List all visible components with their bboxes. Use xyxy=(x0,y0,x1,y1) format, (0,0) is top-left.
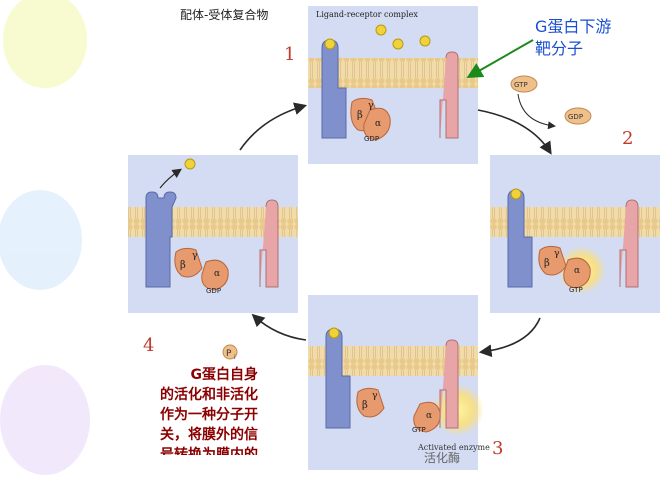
activated-enzyme-label-zh: 活化酶 xyxy=(424,450,460,465)
effector-3-activated xyxy=(439,339,459,429)
receptor-4-empty xyxy=(145,191,177,288)
panel-3: β γ α GTP Activated enzyme 活化酶 xyxy=(308,295,490,470)
gamma-label-3: γ xyxy=(372,391,377,401)
description-text: G蛋白自身 的活化和非活化 作为一种分子开 关，将膜外的信 号转换为膜内的 xyxy=(118,365,258,455)
g-beta-2 xyxy=(538,245,567,276)
ligand-free xyxy=(419,35,431,47)
beta-label-1: β xyxy=(357,110,363,121)
released-ligand-4 xyxy=(184,158,196,170)
g-alpha-3 xyxy=(413,401,441,433)
balloon-yellow xyxy=(3,0,87,88)
effector-2 xyxy=(619,199,639,288)
g-alpha-1 xyxy=(363,107,391,141)
g-alpha-2 xyxy=(563,257,591,289)
gtp-free-badge xyxy=(510,75,538,93)
nucleotide-label-1: GDP xyxy=(364,135,379,143)
alpha-label-1: α xyxy=(375,119,381,129)
gdp-free-badge xyxy=(564,107,592,125)
gtp-gdp-exchange-arrow xyxy=(517,93,556,130)
alpha-label-3: α xyxy=(426,411,432,421)
ligand-release-arrow xyxy=(159,168,182,189)
effector-1 xyxy=(439,51,459,139)
bound-ligand-3 xyxy=(328,327,340,339)
panel-1-caption: Ligand-receptor complex xyxy=(316,10,418,19)
callout-target-molecule: G蛋白下游 靶分子 xyxy=(535,16,655,60)
g-beta-3 xyxy=(356,387,385,418)
gdp-free-label: GDP xyxy=(568,113,583,121)
description-line: 关，将膜外的信 xyxy=(160,427,258,443)
nucleotide-label-3: GTP xyxy=(412,426,426,434)
step-number-2: 2 xyxy=(622,128,634,149)
gamma-label-1: γ xyxy=(368,101,373,111)
ligand-free xyxy=(392,38,404,50)
cycle-arrow-2-3 xyxy=(478,317,541,358)
phosphate-label: P xyxy=(226,349,232,359)
cycle-arrow-4-1 xyxy=(239,102,308,151)
callout-arrow xyxy=(466,39,534,78)
balloon-blue xyxy=(0,190,82,290)
step-number-3: 3 xyxy=(492,438,504,459)
description-line: 作为一种分子开 xyxy=(160,407,258,423)
bound-ligand-1 xyxy=(324,38,336,50)
step-number-4: 4 xyxy=(143,335,155,356)
callout-line-1: G蛋白下游 xyxy=(535,17,612,36)
nucleotide-label-2: GTP xyxy=(569,286,583,294)
panel-2: β γ α GTP xyxy=(490,155,660,313)
gamma-label-4: γ xyxy=(192,251,197,261)
bound-ligand-2 xyxy=(510,188,522,200)
panel-4: β γ α GDP xyxy=(128,155,298,313)
description-line: G蛋白自身 xyxy=(190,367,259,383)
step-number-1: 1 xyxy=(284,44,296,65)
callout-line-2: 靶分子 xyxy=(535,39,584,58)
alpha-label-4: α xyxy=(214,269,220,279)
g-alpha-4 xyxy=(201,259,229,291)
cycle-arrow-3-4 xyxy=(251,313,307,341)
decorative-balloons xyxy=(0,0,90,475)
nucleotide-label-4: GDP xyxy=(206,287,221,295)
phosphate-subscript: i xyxy=(234,354,236,361)
beta-label-4: β xyxy=(180,260,186,271)
balloon-purple xyxy=(0,365,90,475)
effector-4 xyxy=(259,199,279,288)
panel-1: β γ α GDP Ligand-receptor complex xyxy=(308,6,478,164)
cycle-arrow-1-2 xyxy=(477,109,552,155)
ligand-receptor-complex-title: 配体-受体复合物 xyxy=(180,8,269,22)
gtp-free-label: GTP xyxy=(514,81,528,89)
phosphate-badge xyxy=(222,344,238,360)
description-line: 号转换为膜内的 xyxy=(160,447,258,455)
g-beta-4 xyxy=(174,247,203,278)
beta-label-3: β xyxy=(362,400,368,411)
activated-enzyme-label: Activated enzyme xyxy=(417,443,490,452)
alpha-label-2: α xyxy=(574,266,580,276)
description-line: 的活化和非活化 xyxy=(160,387,258,403)
beta-label-2: β xyxy=(544,258,550,269)
gamma-label-2: γ xyxy=(554,249,559,259)
ligand-free xyxy=(375,24,387,36)
